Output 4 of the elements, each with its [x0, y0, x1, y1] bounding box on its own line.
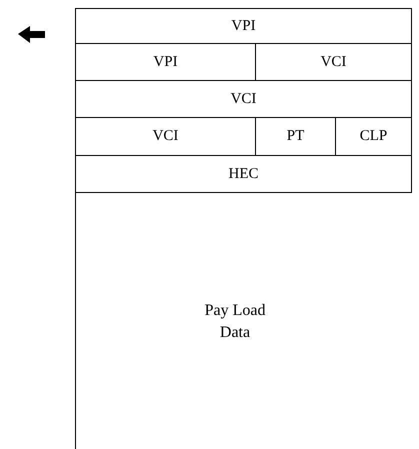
header-field-cell: VPI — [75, 8, 412, 44]
payload-label: Pay Load Data — [204, 301, 266, 343]
header-field-cell: VCI — [75, 80, 412, 118]
header-field-cell: HEC — [75, 155, 412, 193]
